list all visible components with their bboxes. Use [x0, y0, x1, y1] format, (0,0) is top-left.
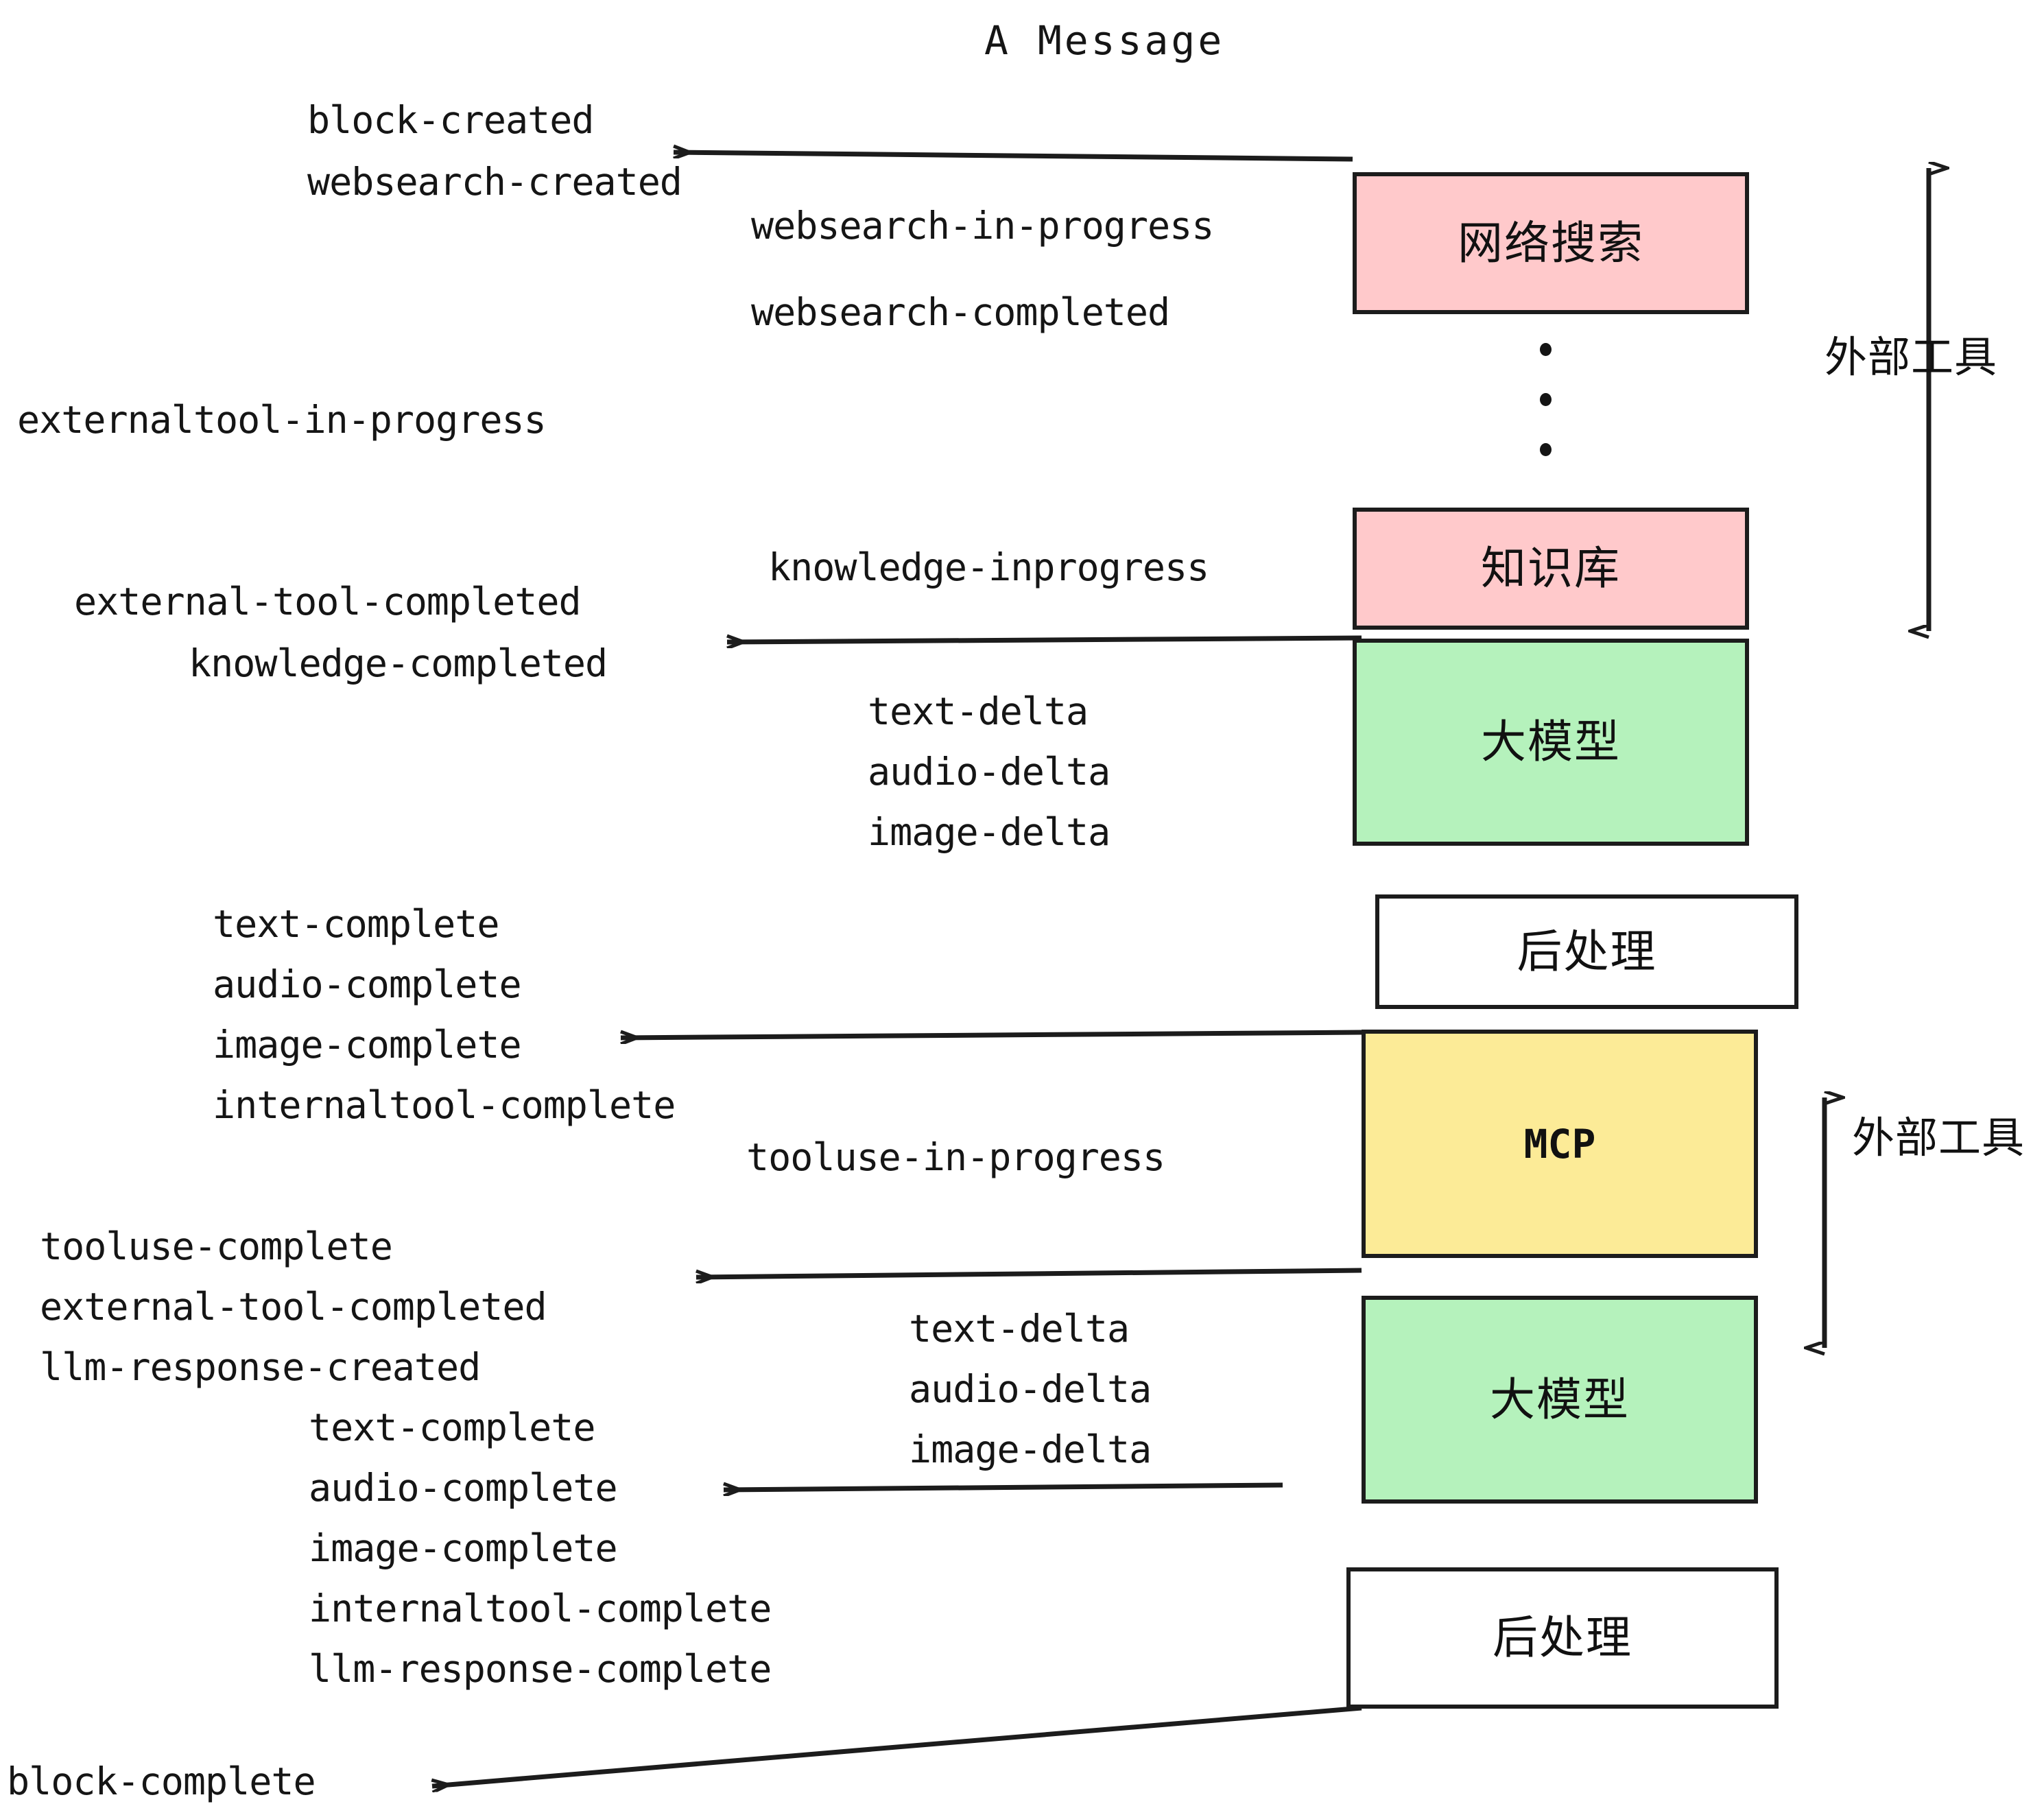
node-llm-bottom-label: 大模型 — [1490, 1373, 1630, 1426]
arrow-mcp-to-tooluse-complete — [696, 1268, 1362, 1277]
event-block-created: block-created — [307, 98, 594, 142]
arrow-postprocess-to-image-complete — [621, 1030, 1362, 1038]
event-llm-response-complete: llm-response-complete — [309, 1647, 772, 1691]
label-external-tool-bottom: 外部工具 — [1852, 1113, 2025, 1163]
event-websearch-in-progress: websearch-in-progress — [751, 204, 1214, 248]
event-audio-complete-2: audio-complete — [309, 1466, 618, 1510]
event-externaltool-in-progress: externaltool-in-progress — [17, 398, 547, 442]
arrow-websearch-to-created — [674, 152, 1353, 162]
event-block-complete: block-complete — [7, 1759, 316, 1803]
event-text-complete-1: text-complete — [213, 902, 499, 946]
event-text-delta-1: text-delta — [868, 689, 1089, 733]
event-audio-delta-2: audio-delta — [909, 1367, 1152, 1411]
event-knowledge-inprogress: knowledge-inprogress — [768, 545, 1209, 589]
event-external-tool-completed-1: external-tool-completed — [74, 580, 582, 624]
event-tooluse-in-progress: tooluse-in-progress — [746, 1135, 1165, 1179]
node-postprocess-bottom[interactable]: 后处理 — [1346, 1567, 1779, 1709]
node-llm-bottom[interactable]: 大模型 — [1362, 1296, 1758, 1504]
page-title: A Message — [984, 17, 1225, 64]
arrow-postprocess-to-block-complete — [432, 1705, 1362, 1786]
node-postprocess-top[interactable]: 后处理 — [1375, 894, 1798, 1009]
event-text-complete-2: text-complete — [309, 1405, 595, 1449]
event-audio-complete-1: audio-complete — [213, 962, 522, 1006]
event-image-complete-1: image-complete — [213, 1023, 522, 1067]
event-knowledge-completed: knowledge-completed — [189, 641, 608, 685]
node-knowledge-base-label: 知识库 — [1481, 542, 1621, 595]
event-internaltool-complete-1: internaltool-complete — [213, 1083, 676, 1127]
event-external-tool-completed-2: external-tool-completed — [40, 1285, 547, 1329]
event-websearch-created: websearch-created — [307, 160, 682, 204]
node-knowledge-base[interactable]: 知识库 — [1353, 508, 1749, 630]
event-llm-response-created: llm-response-created — [40, 1345, 481, 1389]
arrow-knowledge-to-completed — [727, 638, 1362, 642]
node-websearch-label: 网络搜索 — [1458, 216, 1644, 270]
node-mcp-label: MCP — [1523, 1120, 1596, 1167]
node-mcp[interactable]: MCP — [1362, 1030, 1758, 1258]
label-external-tool-top: 外部工具 — [1825, 332, 1998, 382]
event-internaltool-complete-2: internaltool-complete — [309, 1587, 772, 1630]
event-text-delta-2: text-delta — [909, 1307, 1130, 1351]
event-image-complete-2: image-complete — [309, 1526, 618, 1570]
node-llm-top[interactable]: 大模型 — [1353, 639, 1749, 846]
node-llm-top-label: 大模型 — [1481, 715, 1621, 768]
vertical-ellipsis-icon — [1538, 343, 1552, 456]
event-image-delta-1: image-delta — [868, 810, 1110, 854]
event-audio-delta-1: audio-delta — [868, 750, 1110, 794]
event-image-delta-2: image-delta — [909, 1427, 1152, 1471]
arrow-llm-to-audio-complete — [724, 1485, 1283, 1490]
node-postprocess-bottom-label: 后处理 — [1493, 1611, 1632, 1664]
node-websearch[interactable]: 网络搜索 — [1353, 172, 1749, 314]
event-tooluse-complete: tooluse-complete — [40, 1224, 393, 1268]
node-postprocess-top-label: 后处理 — [1517, 925, 1657, 978]
event-websearch-completed: websearch-completed — [751, 290, 1170, 334]
